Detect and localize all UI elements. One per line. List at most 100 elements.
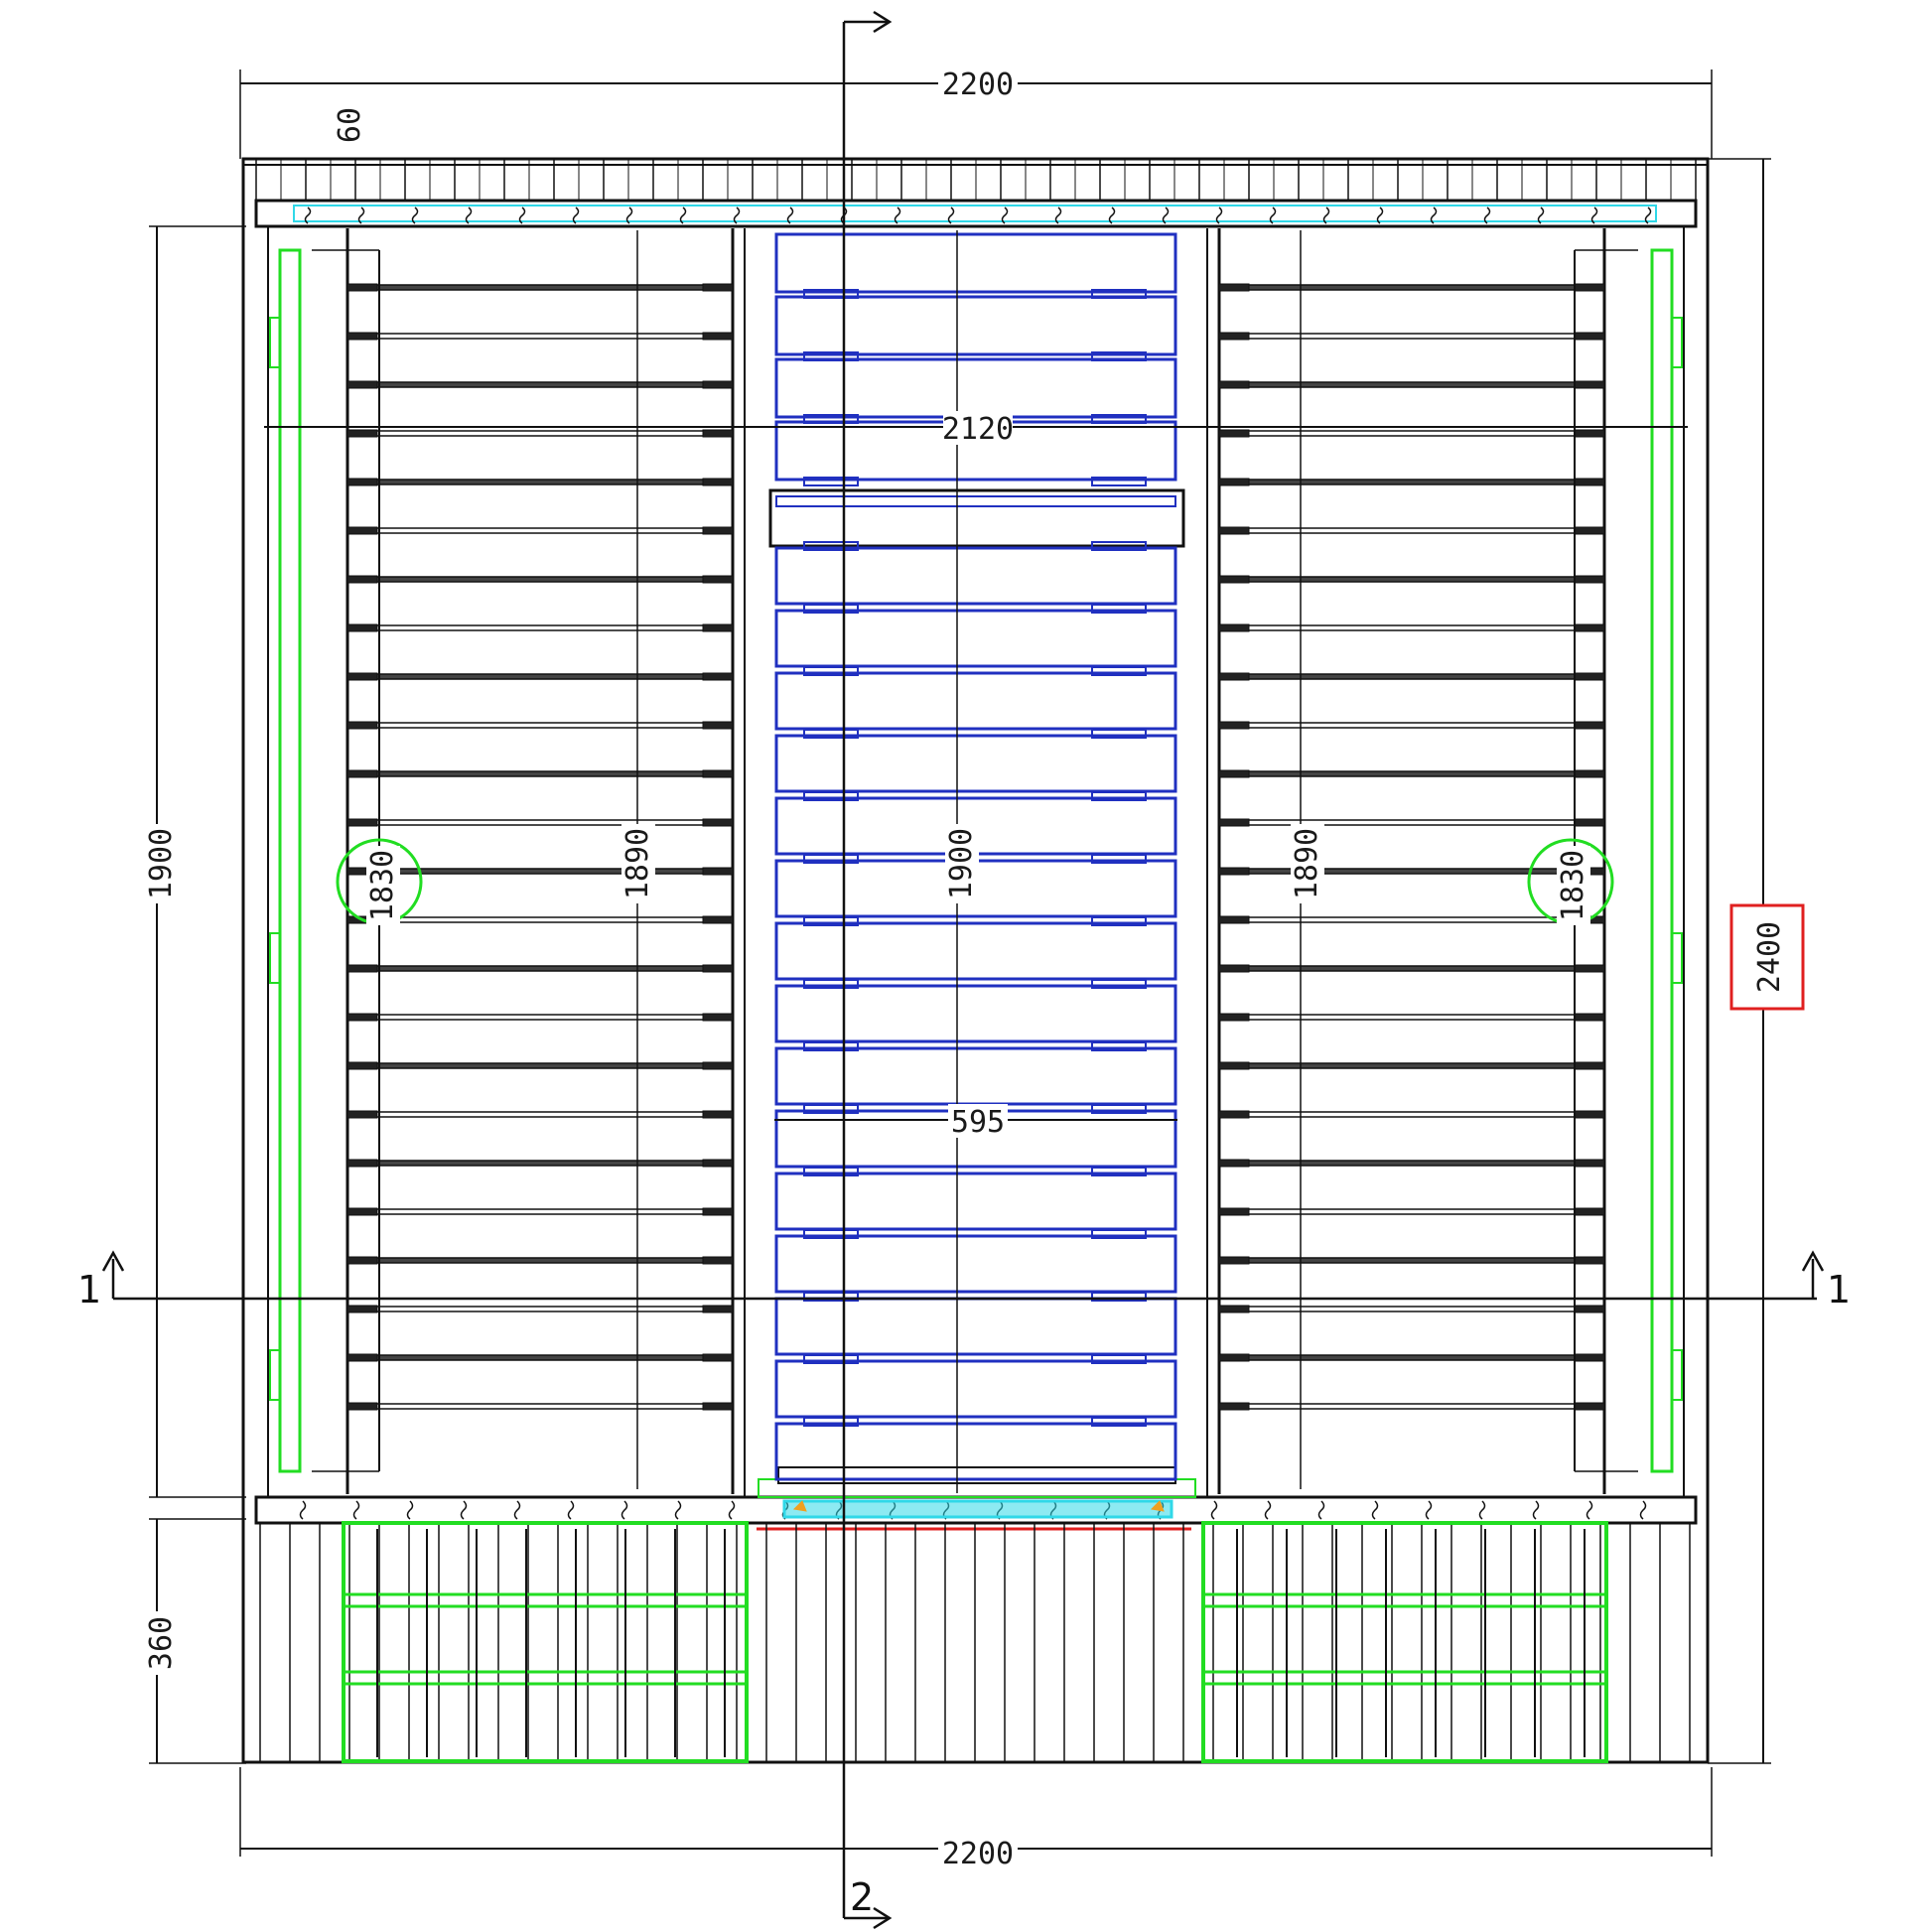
top-bolt (1590, 207, 1598, 224)
center-slat-lower (774, 609, 1177, 668)
right-panel-slat-end (1218, 1061, 1250, 1070)
top-bolt (894, 207, 901, 224)
right-panel-slat-end (1218, 1013, 1250, 1022)
center-slat-clip (803, 1354, 859, 1364)
dim-center-width: 595 (951, 1105, 1005, 1140)
bottom-green-box-left (342, 1521, 749, 1763)
right-panel-slat-end (1218, 1402, 1250, 1411)
left-panel-slat (346, 965, 734, 972)
dim-right-panel-height: 1890 (1290, 828, 1324, 899)
right-panel-slat-end (1218, 429, 1250, 438)
section-arrow-bottom-head (873, 1906, 893, 1930)
top-bolt (1108, 207, 1116, 224)
right-panel-slat (1218, 819, 1605, 826)
left-panel-slat-end (702, 1256, 734, 1265)
left-panel-slat-end (346, 429, 378, 438)
left-panel-slat (346, 381, 734, 388)
bottom-bolt (513, 1500, 521, 1520)
top-bolt (1054, 207, 1062, 224)
center-slat-lower (774, 671, 1177, 731)
right-panel-slat-end (1218, 1353, 1250, 1362)
right-panel-slat (1218, 1014, 1605, 1021)
top-bolt (733, 207, 741, 224)
center-slat-clip (803, 604, 859, 614)
right-panel-slat-end (1218, 1159, 1250, 1168)
left-panel-slat-end (346, 526, 378, 535)
center-slat-clip (803, 791, 859, 801)
center-slat-upper (774, 295, 1177, 356)
dim-left-side-height: 1830 (365, 850, 400, 921)
right-panel-slat-end (1218, 769, 1250, 778)
right-panel-slat-end (1574, 1353, 1605, 1362)
top-bolt (1430, 207, 1438, 224)
top-cyan-strip (293, 205, 1657, 222)
center-slat-lower (774, 1422, 1177, 1481)
top-bolt (786, 207, 794, 224)
right-panel-slat (1218, 770, 1605, 777)
left-panel-slat-end (702, 1353, 734, 1362)
dim-center-height: 1900 (944, 828, 979, 899)
right-panel-slat-end (1218, 526, 1250, 535)
right-panel-slat-end (1218, 283, 1250, 292)
top-bolt (465, 207, 473, 224)
right-panel-slat (1218, 1306, 1605, 1312)
left-panel-slat-end (702, 623, 734, 632)
left-panel-slat-end (702, 380, 734, 389)
bottom-bolt (1478, 1500, 1486, 1520)
center-slat-lower (774, 1297, 1177, 1356)
left-panel-slat-end (702, 283, 734, 292)
dim-left-bottom: 360 (144, 1616, 179, 1670)
right-panel-slat (1218, 430, 1605, 437)
dim-overall-width-bottom: 2200 (942, 1837, 1014, 1871)
bottom-bolt (1317, 1500, 1325, 1520)
left-panel-slat-end (702, 769, 734, 778)
center-slat-clip (803, 916, 859, 926)
left-panel (345, 228, 735, 1494)
center-slat-lower (774, 1046, 1177, 1106)
center-slat-lower (774, 984, 1177, 1043)
top-bolt (1162, 207, 1170, 224)
left-panel-slat (346, 819, 734, 826)
left-panel-slat-end (346, 1110, 378, 1119)
bottom-bolt (299, 1500, 307, 1520)
top-bolt (1322, 207, 1330, 224)
left-panel-slat-end (702, 1207, 734, 1216)
right-panel-slat-end (1218, 818, 1250, 827)
top-bolt (572, 207, 580, 224)
center-slat-clip (1091, 791, 1147, 801)
right-panel-slat-end (1218, 380, 1250, 389)
bottom-green-box-right (1201, 1521, 1608, 1763)
section-arrow-top-head (873, 10, 893, 34)
left-panel-slat-end (702, 1110, 734, 1119)
left-panel-slat-end (346, 964, 378, 973)
right-panel-slat-end (1574, 429, 1605, 438)
center-slat-lower (774, 921, 1177, 981)
bottom-green-rail (1201, 1592, 1608, 1608)
bottom-bolt (1264, 1500, 1272, 1520)
orange-marker (1150, 1500, 1165, 1512)
left-panel-slat-end (702, 1013, 734, 1022)
top-beam (254, 199, 1698, 228)
top-bolt (947, 207, 955, 224)
right-panel-slat (1218, 965, 1605, 972)
left-panel-slat (346, 430, 734, 437)
bottom-bolt (728, 1500, 736, 1520)
right-panel-slat-end (1574, 818, 1605, 827)
top-bolt (1537, 207, 1545, 224)
left-panel-slat (346, 770, 734, 777)
left-panel-slat-end (346, 769, 378, 778)
left-panel-slat-end (346, 721, 378, 730)
right-panel-slat-end (1574, 721, 1605, 730)
left-panel-slat-end (702, 1061, 734, 1070)
left-panel-slat-end (702, 672, 734, 681)
dim-left-height: 1900 (144, 828, 179, 899)
right-panel-slat-end (1218, 672, 1250, 681)
top-bolt (411, 207, 419, 224)
right-panel-slat (1218, 479, 1605, 485)
left-panel-slat-end (346, 478, 378, 486)
bottom-bolt (1425, 1500, 1433, 1520)
center-slat-clip (803, 1041, 859, 1051)
right-panel-slat-end (1218, 575, 1250, 584)
right-panel-slat-end (1218, 623, 1250, 632)
left-panel-slat-end (346, 1061, 378, 1070)
